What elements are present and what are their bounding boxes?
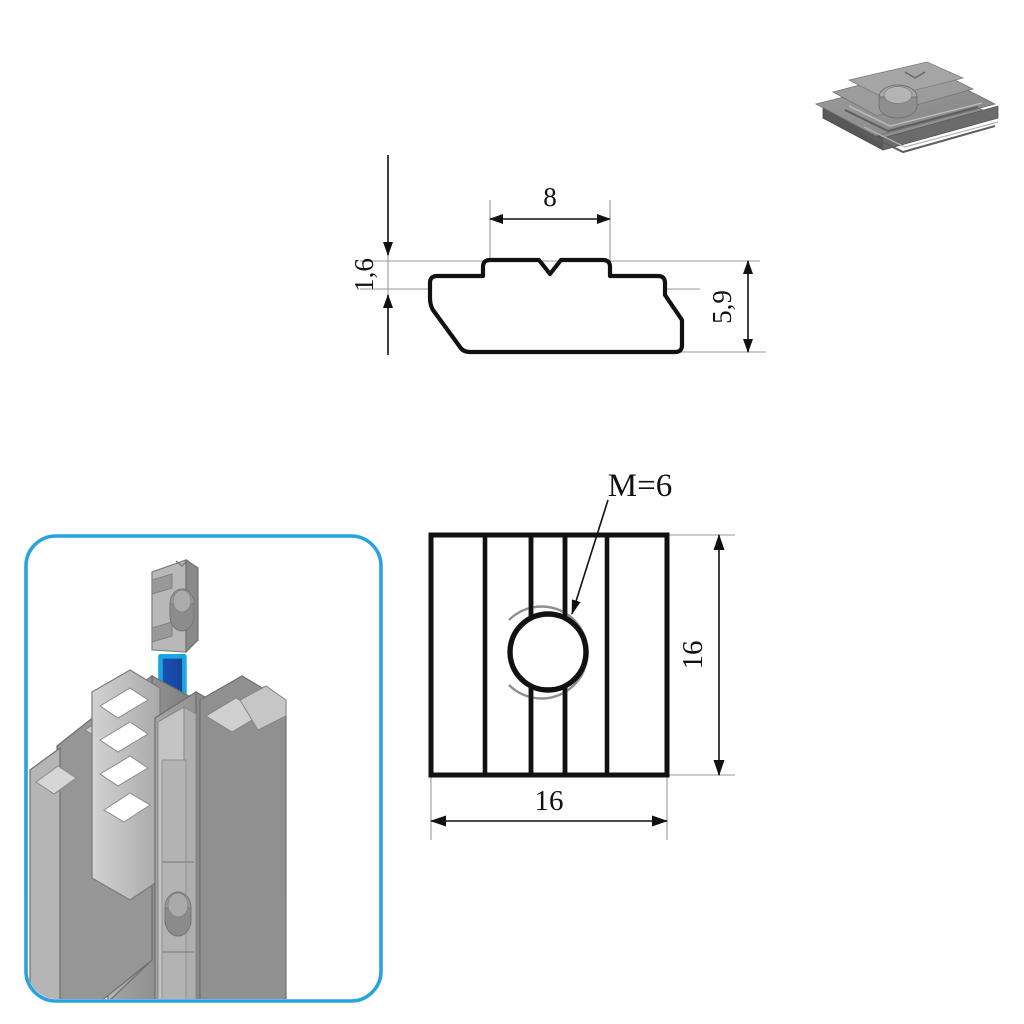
bore-circle [507, 611, 589, 693]
dimension-front-width-label: 16 [535, 785, 564, 817]
section-profile-outline [427, 257, 685, 355]
dimension-boss-width-label: 8 [543, 182, 557, 212]
dimension-front-width: 16 [430, 785, 668, 827]
dimension-front-height: 16 [677, 534, 725, 776]
dimension-boss-height: 1,6 [349, 155, 393, 355]
dimension-front-height-label: 16 [677, 641, 709, 670]
dimension-total-height-label: 5,9 [707, 290, 737, 324]
dimension-total-height: 5,9 [707, 260, 753, 353]
extrusion-center-rib [91, 669, 161, 901]
front-face-body [428, 532, 670, 778]
iso-nut-body [814, 61, 1000, 154]
extrusion-left-face [29, 746, 77, 999]
dimension-boss-height-label: 1,6 [349, 258, 379, 292]
extrusion-right-face [199, 675, 287, 999]
callout-thread-size: M=6 [571, 468, 672, 615]
dimension-boss-width: 8 [489, 182, 611, 224]
assembly-tnut [151, 558, 199, 654]
callout-thread-size-label: M=6 [608, 468, 672, 504]
